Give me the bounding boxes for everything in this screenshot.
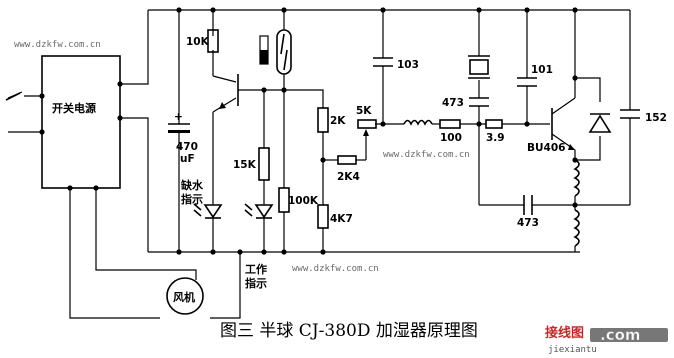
low-water-label-line1: 缺水 — [180, 178, 204, 192]
capacitor-473-upper-label: 473 — [442, 97, 464, 109]
low-water-label-line2: 指示 — [181, 192, 203, 206]
fan-motor: 风机 — [166, 277, 204, 315]
resistor-10k-label: 10K — [186, 36, 210, 48]
capacitor-470-value: 470 — [176, 141, 198, 153]
resistor-2k-label: 2K — [330, 115, 346, 127]
capacitor-103-label: 103 — [397, 59, 419, 71]
watermark-middle-right: www.dzkfw.com.cn — [383, 150, 470, 160]
resistor-2k4: 2K4 — [337, 155, 360, 183]
led-working: 工作 指示 — [244, 203, 274, 290]
float-reed-switch — [259, 29, 292, 75]
capacitor-473-upper: 473 — [442, 97, 489, 109]
inductor-transducer — [573, 209, 580, 247]
resistor-100k-label: 100K — [288, 195, 319, 207]
power-supply-label: 开关电源 — [52, 101, 96, 115]
capacitor-polarity-label: + — [174, 111, 183, 123]
resistor-15k-label: 15K — [233, 159, 257, 171]
capacitor-470-unit: uF — [180, 153, 195, 165]
transistor-bu406-label: BU406 — [527, 142, 565, 154]
crystal-resonator — [468, 55, 490, 79]
logo-com-text: .com — [600, 326, 641, 344]
watermark-top-left: www.dzkfw.com.cn — [14, 40, 101, 50]
capacitor-101-label: 101 — [531, 64, 553, 76]
diagram-title: 图三 半球 CJ-380D 加湿器原理图 — [220, 321, 478, 341]
resistor-15k: 15K — [233, 147, 270, 181]
capacitor-473-lower: 473 — [517, 195, 539, 229]
switching-power-supply: 开关电源 — [41, 55, 121, 189]
resistor-2k: 2K — [317, 107, 346, 133]
site-logo: 接线图 .com jiexiantu — [545, 325, 668, 355]
capacitor-470uf: + 470 uF — [168, 111, 198, 165]
resistor-3-9-label: 3.9 — [486, 132, 505, 144]
potentiometer-5k-label: 5K — [356, 105, 372, 117]
capacitor-101: 101 — [517, 64, 553, 87]
potentiometer-5k: 5K — [356, 105, 377, 136]
capacitor-103: 103 — [373, 57, 419, 71]
fan-label: 风机 — [173, 290, 195, 304]
watermark-bottom-center: www.dzkfw.com.cn — [292, 264, 379, 274]
resistor-4k7-label: 4K7 — [330, 213, 353, 225]
resistor-100k: 100K — [278, 187, 319, 213]
inductor-signal — [403, 119, 433, 126]
resistor-100-label: 100 — [440, 132, 462, 144]
wires — [7, 9, 631, 319]
ac-input-switch — [5, 92, 21, 101]
logo-cn-text: 接线图 — [545, 325, 584, 341]
inductor-collector — [573, 159, 580, 197]
resistor-100: 100 — [439, 119, 462, 144]
capacitor-152-label: 152 — [645, 112, 667, 124]
capacitor-473-lower-label: 473 — [517, 217, 539, 229]
capacitor-152: 152 — [620, 109, 667, 124]
transistor-bu406: BU406 — [527, 108, 575, 154]
logo-sub-text: jiexiantu — [548, 345, 597, 355]
resistor-4k7: 4K7 — [317, 204, 353, 229]
led-low-water: 缺水 指示 — [180, 178, 223, 219]
resistor-3-9: 3.9 — [485, 119, 505, 144]
resistor-10k: 10K — [186, 29, 219, 53]
working-label-line2: 指示 — [245, 276, 267, 290]
damper-diode — [588, 113, 612, 133]
transistor-driver — [219, 74, 239, 109]
working-label-line1: 工作 — [245, 262, 267, 276]
resistor-2k4-label: 2K4 — [337, 171, 360, 183]
